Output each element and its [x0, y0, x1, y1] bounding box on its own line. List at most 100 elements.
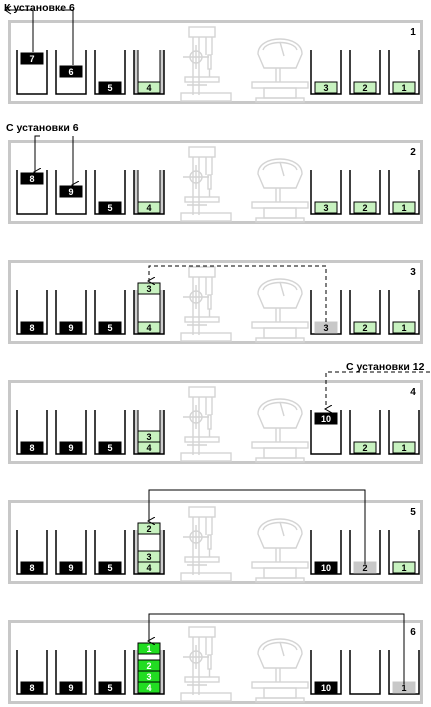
kanban-card-label: 8 — [29, 174, 34, 184]
kanban-card-label: 5 — [107, 83, 112, 93]
scale-icon — [251, 638, 309, 703]
kanban-card: 2 — [353, 441, 377, 454]
bin-outline — [55, 170, 87, 215]
bin-outline — [388, 50, 420, 95]
storage-bin: 10 — [310, 650, 342, 695]
bin-outline — [388, 410, 420, 455]
kanban-card-label: 10 — [321, 414, 331, 424]
kanban-card-label: 9 — [68, 563, 73, 573]
storage-bin: 9 — [55, 650, 87, 695]
kanban-card-label: 8 — [29, 443, 34, 453]
kanban-card-label: 2 — [146, 661, 151, 671]
kanban-card-label: 1 — [146, 644, 151, 654]
kanban-card-label: 2 — [362, 563, 367, 573]
panel-frame — [8, 620, 423, 704]
bin-outline — [55, 410, 87, 455]
kanban-card-label: 2 — [362, 203, 367, 213]
kanban-card-label: 3 — [323, 83, 328, 93]
drill-press-icon — [180, 266, 232, 342]
kanban-card: 2 — [353, 321, 377, 334]
storage-bin: 5 — [94, 650, 126, 695]
kanban-card: 3 — [314, 321, 338, 334]
kanban-card: 5 — [98, 681, 122, 694]
kanban-card: 8 — [20, 441, 44, 454]
storage-bin: 2 — [349, 290, 381, 335]
bin-outline — [388, 530, 420, 575]
flow-line-from-station-6-a — [35, 135, 40, 172]
kanban-card: 3 — [137, 282, 161, 295]
kanban-card: 2 — [353, 201, 377, 214]
scale-icon — [251, 518, 309, 583]
storage-bin: 5 — [94, 290, 126, 335]
kanban-card: 4 — [137, 561, 161, 574]
bin-outline — [16, 650, 48, 695]
bin-outline — [16, 290, 48, 335]
kanban-card-label: 2 — [146, 524, 151, 534]
storage-bin: 2 34 — [133, 522, 165, 575]
kanban-card-label: 10 — [321, 563, 331, 573]
flow-line-card-6 — [60, 9, 74, 65]
kanban-card: 6 — [59, 65, 83, 78]
kanban-card: 3 — [314, 81, 338, 94]
kanban-card: 8 — [20, 561, 44, 574]
bin-outline — [133, 650, 165, 695]
panel-number: 3 — [410, 267, 416, 278]
storage-bin: 1 — [388, 410, 420, 455]
kanban-card: 2 — [353, 81, 377, 94]
bin-outline — [310, 530, 342, 575]
kanban-card-label: 10 — [321, 683, 331, 693]
kanban-card: 1 — [392, 81, 416, 94]
kanban-card: 1 — [392, 201, 416, 214]
flow-line-dashed-return — [149, 265, 327, 322]
kanban-card: 4 — [137, 441, 161, 454]
storage-bin: 5 — [94, 50, 126, 95]
kanban-card: 2 — [137, 659, 161, 672]
label-from-station-6: С установки 6 — [6, 122, 79, 134]
scale-icon — [251, 38, 309, 103]
storage-bin: 8 — [16, 170, 48, 215]
bin-outline — [349, 170, 381, 215]
storage-bin: 5 — [94, 170, 126, 215]
kanban-card-label: 8 — [29, 683, 34, 693]
kanban-card-label: 1 — [401, 323, 406, 333]
bin-outline — [388, 170, 420, 215]
kanban-card-label: 3 — [146, 552, 151, 562]
kanban-card: 4 — [137, 321, 161, 334]
storage-bin: 9 — [55, 290, 87, 335]
kanban-card-label: 2 — [362, 443, 367, 453]
connectors-layer — [4, 5, 430, 684]
bin-outline — [16, 530, 48, 575]
kanban-card-label: 4 — [146, 203, 151, 213]
storage-bin: 6 — [55, 50, 87, 95]
bin-outline — [94, 170, 126, 215]
bin-outline — [388, 290, 420, 335]
storage-bin: 9 — [55, 530, 87, 575]
kanban-card-label: 1 — [401, 203, 406, 213]
bin-outline — [310, 290, 342, 335]
storage-bin: 4 — [133, 50, 165, 95]
drill-press-icon — [180, 26, 232, 102]
kanban-card: 8 — [20, 681, 44, 694]
panel-frame — [8, 500, 423, 584]
storage-bin: 34 — [133, 410, 165, 455]
flow-line-return-1 — [149, 613, 405, 684]
storage-bin: 2 — [349, 410, 381, 455]
kanban-card: 9 — [59, 185, 83, 198]
kanban-card: 4 — [137, 681, 161, 694]
kanban-card: 8 — [20, 321, 44, 334]
kanban-card-label: 5 — [107, 323, 112, 333]
bin-outline — [310, 650, 342, 695]
kanban-card-label: 3 — [146, 672, 151, 682]
kanban-card-label: 3 — [146, 284, 151, 294]
kanban-card-label: 4 — [146, 83, 151, 93]
kanban-card-label: 8 — [29, 323, 34, 333]
flow-line-to-station-6 — [6, 9, 34, 52]
bin-outline — [16, 50, 48, 95]
storage-bin: 1 — [388, 530, 420, 575]
kanban-card: 1 — [137, 642, 161, 655]
scale-icon — [251, 278, 309, 343]
kanban-card: 3 — [137, 670, 161, 683]
